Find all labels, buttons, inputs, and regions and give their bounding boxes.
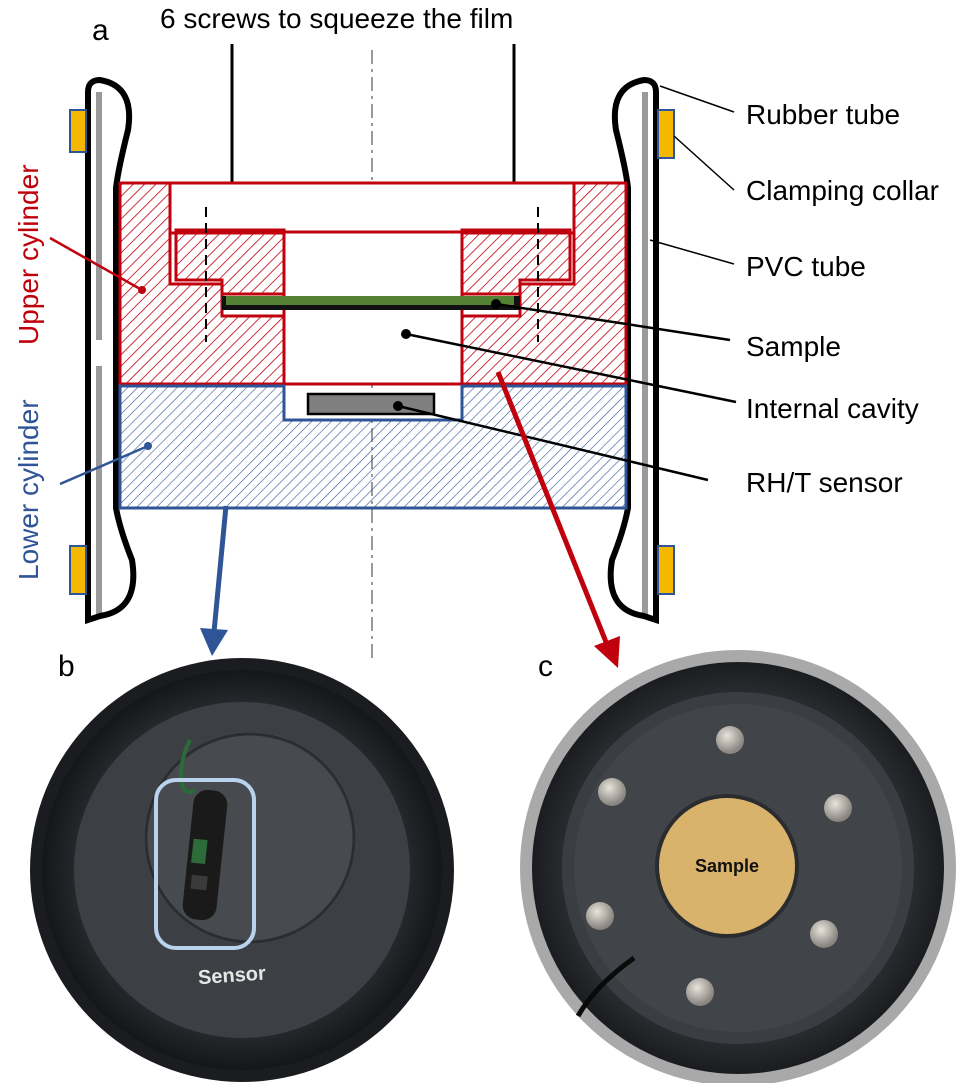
upper-cylinder-label: Upper cylinder [13,164,44,345]
sample-film [226,296,514,305]
screw-2 [598,778,626,806]
upper-cylinder-leader [49,236,143,292]
upper-cylinder-dot [138,286,146,294]
screw-6 [686,978,714,1006]
rh-t-sensor-block [306,392,436,416]
pvc-tube-left-upper [96,92,102,340]
internal-cavity-leader [405,332,737,404]
lower-cylinder-leader [59,444,149,486]
photo-c-sample-label: Sample [695,856,759,876]
pvc-tube-right [642,92,648,616]
screw-5 [810,920,838,948]
clamping-collar-right-top [657,109,675,159]
photo-upper-cylinder: Sample [520,650,956,1083]
rh-t-sensor-label: RH/T sensor [746,467,903,498]
screw-3 [824,794,852,822]
rh-t-sensor-leader [397,404,709,482]
sensor-cable [575,955,636,1018]
pvc-tube-label: PVC tube [746,251,866,282]
clamping-collar-left-bottom [69,545,87,595]
sample-disk [655,794,799,938]
photo-b-sensor-label: Sensor [197,963,266,990]
photo-lower-cylinder: Sensor [30,658,454,1082]
sample-leader [495,302,731,342]
internal-cavity-dot [401,329,411,339]
clamping-collar-right-bottom [657,545,675,595]
panel-label-b: b [58,650,75,683]
clamping-collar-label: Clamping collar [746,175,939,206]
arrow-to-b-head [200,628,228,656]
pvc-tube-left-lower [96,366,102,616]
sensor-highlight-box [154,778,256,950]
screws-annotation: 6 screws to squeeze the film [160,3,513,34]
arrow-to-b-shaft [211,505,229,633]
internal-cavity-label: Internal cavity [746,393,919,424]
pvc-tube-leader [649,239,735,265]
rubber-tube-right [607,76,659,625]
rh-t-sensor-dot [393,401,403,411]
rubber-tube-leader [659,85,735,113]
upper-cylinder-top-recess [168,181,576,235]
screw-1 [716,726,744,754]
screw-4 [586,902,614,930]
sample-label: Sample [746,331,841,362]
clamp-ring-left [174,228,286,296]
sample-dot [491,299,501,309]
lower-cylinder-body [118,384,628,510]
lower-cylinder-dot [144,442,152,450]
clamping-collar-left-top [69,109,87,153]
panel-label-a: a [92,14,109,47]
panel-label-c: c [538,650,553,683]
rubber-tube-label: Rubber tube [746,99,900,130]
lower-cylinder-label: Lower cylinder [13,399,44,580]
clamping-collar-leader [673,135,735,191]
arrow-to-c-head [594,636,620,668]
screw-heads [586,726,852,1006]
rubber-tube-left [85,76,137,625]
arrow-to-c-shaft [495,371,609,643]
